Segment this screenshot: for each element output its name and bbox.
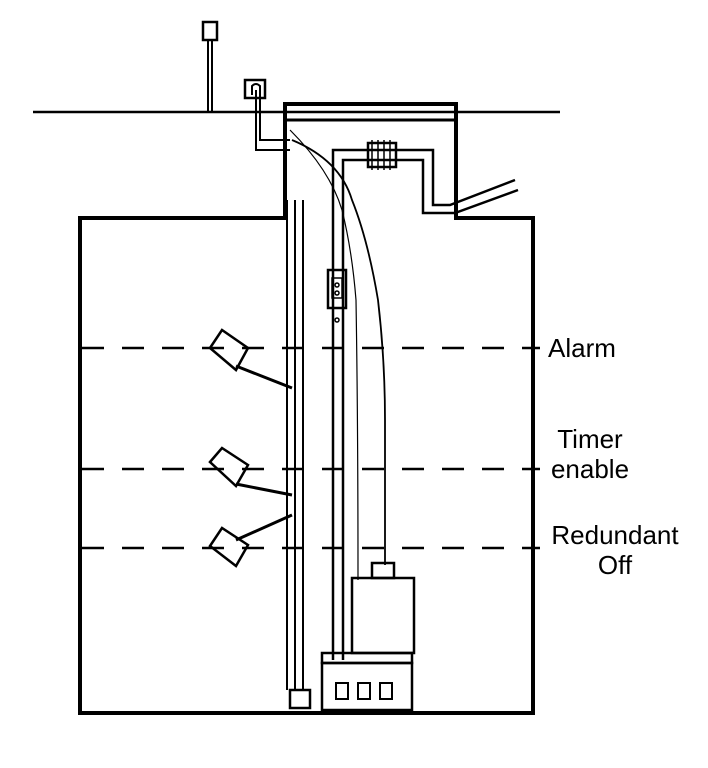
label-redundant-line2: Off — [597, 550, 633, 580]
label-timer: Timer enable — [545, 424, 635, 484]
alarm-float — [208, 328, 293, 390]
float-cable — [289, 129, 359, 581]
control-panel-post — [201, 20, 219, 112]
pump-cable — [291, 139, 386, 565]
float-tree-pipe — [286, 200, 312, 710]
vent-pipe — [243, 78, 290, 151]
label-redundant: Redundant Off — [545, 520, 685, 580]
label-timer-line2: enable — [550, 454, 630, 484]
label-timer-line1: Timer — [557, 424, 623, 454]
tank-outline — [78, 102, 535, 715]
timer-float — [208, 446, 293, 497]
label-alarm: Alarm — [548, 333, 616, 363]
label-redundant-line1: Redundant — [551, 520, 679, 550]
discharge-pipe — [326, 140, 519, 660]
pump — [320, 561, 416, 712]
redundant-float — [208, 513, 293, 568]
